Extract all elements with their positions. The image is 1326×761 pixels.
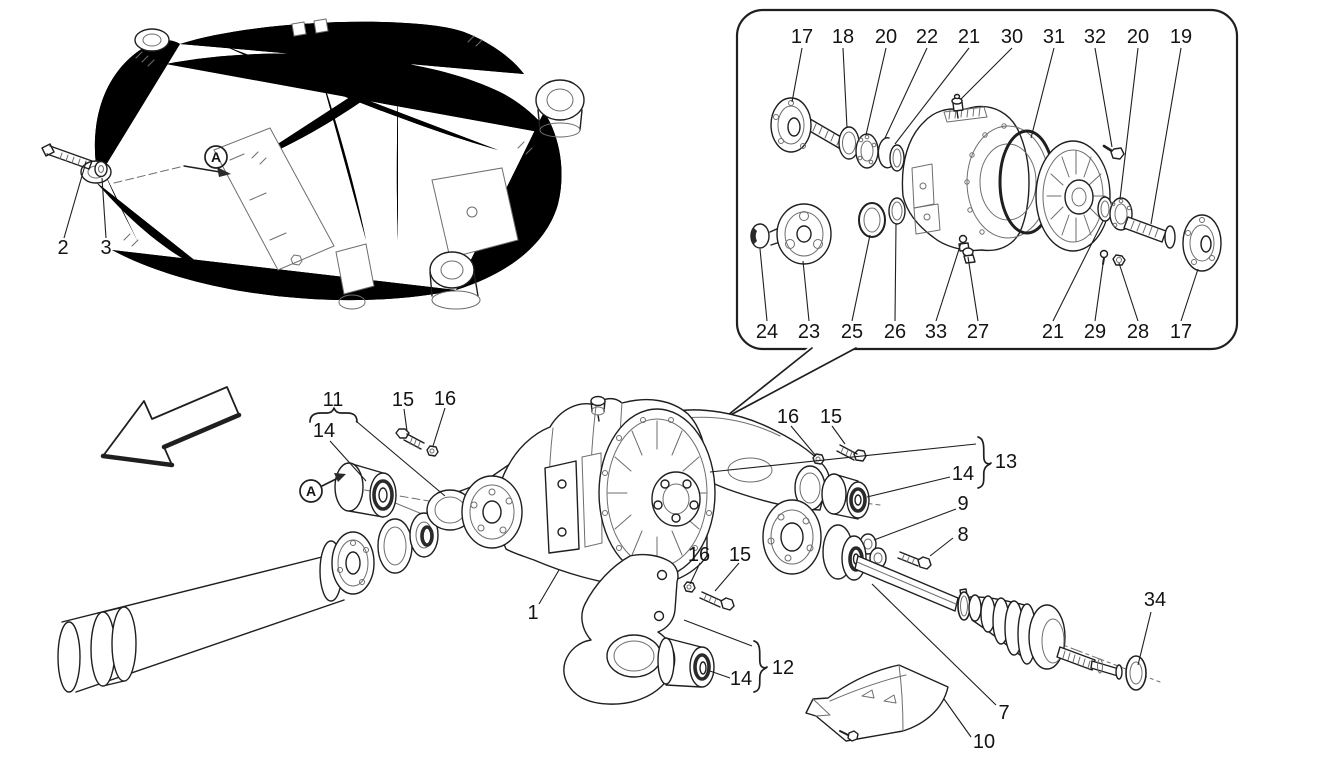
- subframe-callouts: 2 3: [57, 161, 112, 259]
- inset-top-callout-9: 20: [1127, 26, 1149, 48]
- subframe-bushing-mounts: [80, 28, 585, 310]
- callout-10: 10: [973, 731, 995, 753]
- callout-2: 2: [57, 237, 68, 259]
- inset-differential-housing: [901, 105, 1050, 252]
- view-a-label-assembly: A: [306, 483, 316, 499]
- callout-8: 8: [957, 524, 968, 546]
- inset-top-callout-2: 18: [832, 26, 854, 48]
- view-a-marker-subframe: A: [113, 145, 231, 184]
- inset-rear-cover: [1035, 140, 1111, 252]
- brace-group-12: [753, 640, 768, 693]
- differential-assembly: [334, 395, 1161, 705]
- callout-15-left: 15: [392, 389, 414, 411]
- inset-top-callout-10: 19: [1170, 26, 1192, 48]
- callout-3: 3: [100, 237, 111, 259]
- nut-16-bracket: [683, 581, 696, 593]
- inset-bottom-callout-1: 24: [756, 321, 778, 343]
- inset-flange-shaft-left: [770, 97, 849, 153]
- callout-15-right: 15: [820, 406, 842, 428]
- inset-top-callout-7: 31: [1043, 26, 1065, 48]
- inset-bottom-callout-7: 21: [1042, 321, 1064, 343]
- callout-16-left: 16: [434, 388, 456, 410]
- callout-9: 9: [957, 493, 968, 515]
- bushing-14-left: [334, 462, 397, 518]
- callout-14-right: 14: [952, 463, 974, 485]
- bushing-14-bracket: [657, 637, 715, 688]
- view-a-marker-assembly: A: [299, 473, 346, 503]
- view-a-label-subframe: A: [211, 149, 221, 165]
- bolt-15-right: [836, 444, 867, 462]
- inset-top-callout-6: 30: [1001, 26, 1023, 48]
- inset-leader-lines: [759, 47, 1199, 322]
- inset-ring-stack: [838, 126, 905, 172]
- direction-arrow-icon: [100, 386, 242, 468]
- bolt-15-left: [395, 428, 425, 450]
- inset-callouts-top: 17 18 20 22 21 30 31 32 20 19: [791, 26, 1192, 48]
- inset-bottom-callout-4: 26: [884, 321, 906, 343]
- inset-right-bearing-group: [1097, 196, 1222, 272]
- nut-16-left: [426, 445, 439, 457]
- brace-group-11: [309, 407, 358, 423]
- inset-cover-bolt: [1102, 144, 1125, 160]
- view-a-arrow-icon: [217, 167, 231, 177]
- callout-7: 7: [998, 702, 1009, 724]
- inset-bottom-callout-2: 23: [798, 321, 820, 343]
- inset-exploded-differential: [750, 93, 1222, 272]
- nut-16-right: [812, 453, 825, 465]
- subframe-washer-part: [94, 160, 108, 178]
- inset-tripod-flange-group: [750, 197, 906, 265]
- inset-bottom-callout-6: 27: [967, 321, 989, 343]
- subframe-illustration: [80, 18, 585, 310]
- assembly-braces: [309, 407, 992, 693]
- inset-top-callout-8: 32: [1084, 26, 1106, 48]
- callout-11: 11: [323, 389, 344, 411]
- inset-breather-plug: [951, 93, 964, 119]
- inset-pointer-tail: [722, 347, 857, 420]
- axle-shaft-illustration: [762, 499, 1147, 691]
- inset-bottom-callout-8: 29: [1084, 321, 1106, 343]
- callout-15-bracket: 15: [729, 544, 751, 566]
- inset-drain-plugs: [958, 234, 976, 264]
- callout-1: 1: [527, 602, 538, 624]
- callout-16-bracket: 16: [688, 544, 710, 566]
- callout-16-right: 16: [777, 406, 799, 428]
- assembly-callouts: 11 14 15 16 16 15 13 14 9 8 1 16 15 14 1…: [313, 388, 1166, 753]
- inset-bottom-callout-3: 25: [841, 321, 863, 343]
- callout-14-left: 14: [313, 420, 335, 442]
- bolt-8: [897, 551, 932, 570]
- housing-breather: [590, 395, 606, 422]
- heat-shield-illustration: [805, 664, 949, 742]
- brace-group-13: [977, 436, 992, 489]
- ribbed-cover: [598, 408, 716, 578]
- bolt-15-bracket: [699, 591, 735, 611]
- inset-bottom-callout-10: 17: [1170, 321, 1192, 343]
- bushing-14-right: [821, 473, 870, 520]
- callout-12: 12: [772, 657, 794, 679]
- inset-bottom-callout-9: 28: [1127, 321, 1149, 343]
- inset-box: [722, 8, 1239, 420]
- callout-14-bracket: 14: [730, 668, 752, 690]
- left-output-flange: [461, 475, 523, 549]
- assembly-leader-lines: [329, 407, 1152, 738]
- inset-top-callout-3: 20: [875, 26, 897, 48]
- inset-top-callout-1: 17: [791, 26, 813, 48]
- inset-callouts-bottom: 24 23 25 26 33 27 21 29 28 17: [756, 321, 1192, 343]
- callout-34: 34: [1144, 589, 1166, 611]
- circlip-34-part: [1125, 655, 1147, 691]
- callout-13: 13: [995, 451, 1017, 473]
- subframe-bolt-part: [41, 143, 93, 170]
- inset-top-callout-4: 22: [916, 26, 938, 48]
- inset-top-callout-5: 21: [958, 26, 980, 48]
- inset-bottom-callout-5: 33: [925, 321, 947, 343]
- view-a-arrow-icon: [334, 473, 346, 482]
- driveshaft-illustration: [57, 497, 450, 693]
